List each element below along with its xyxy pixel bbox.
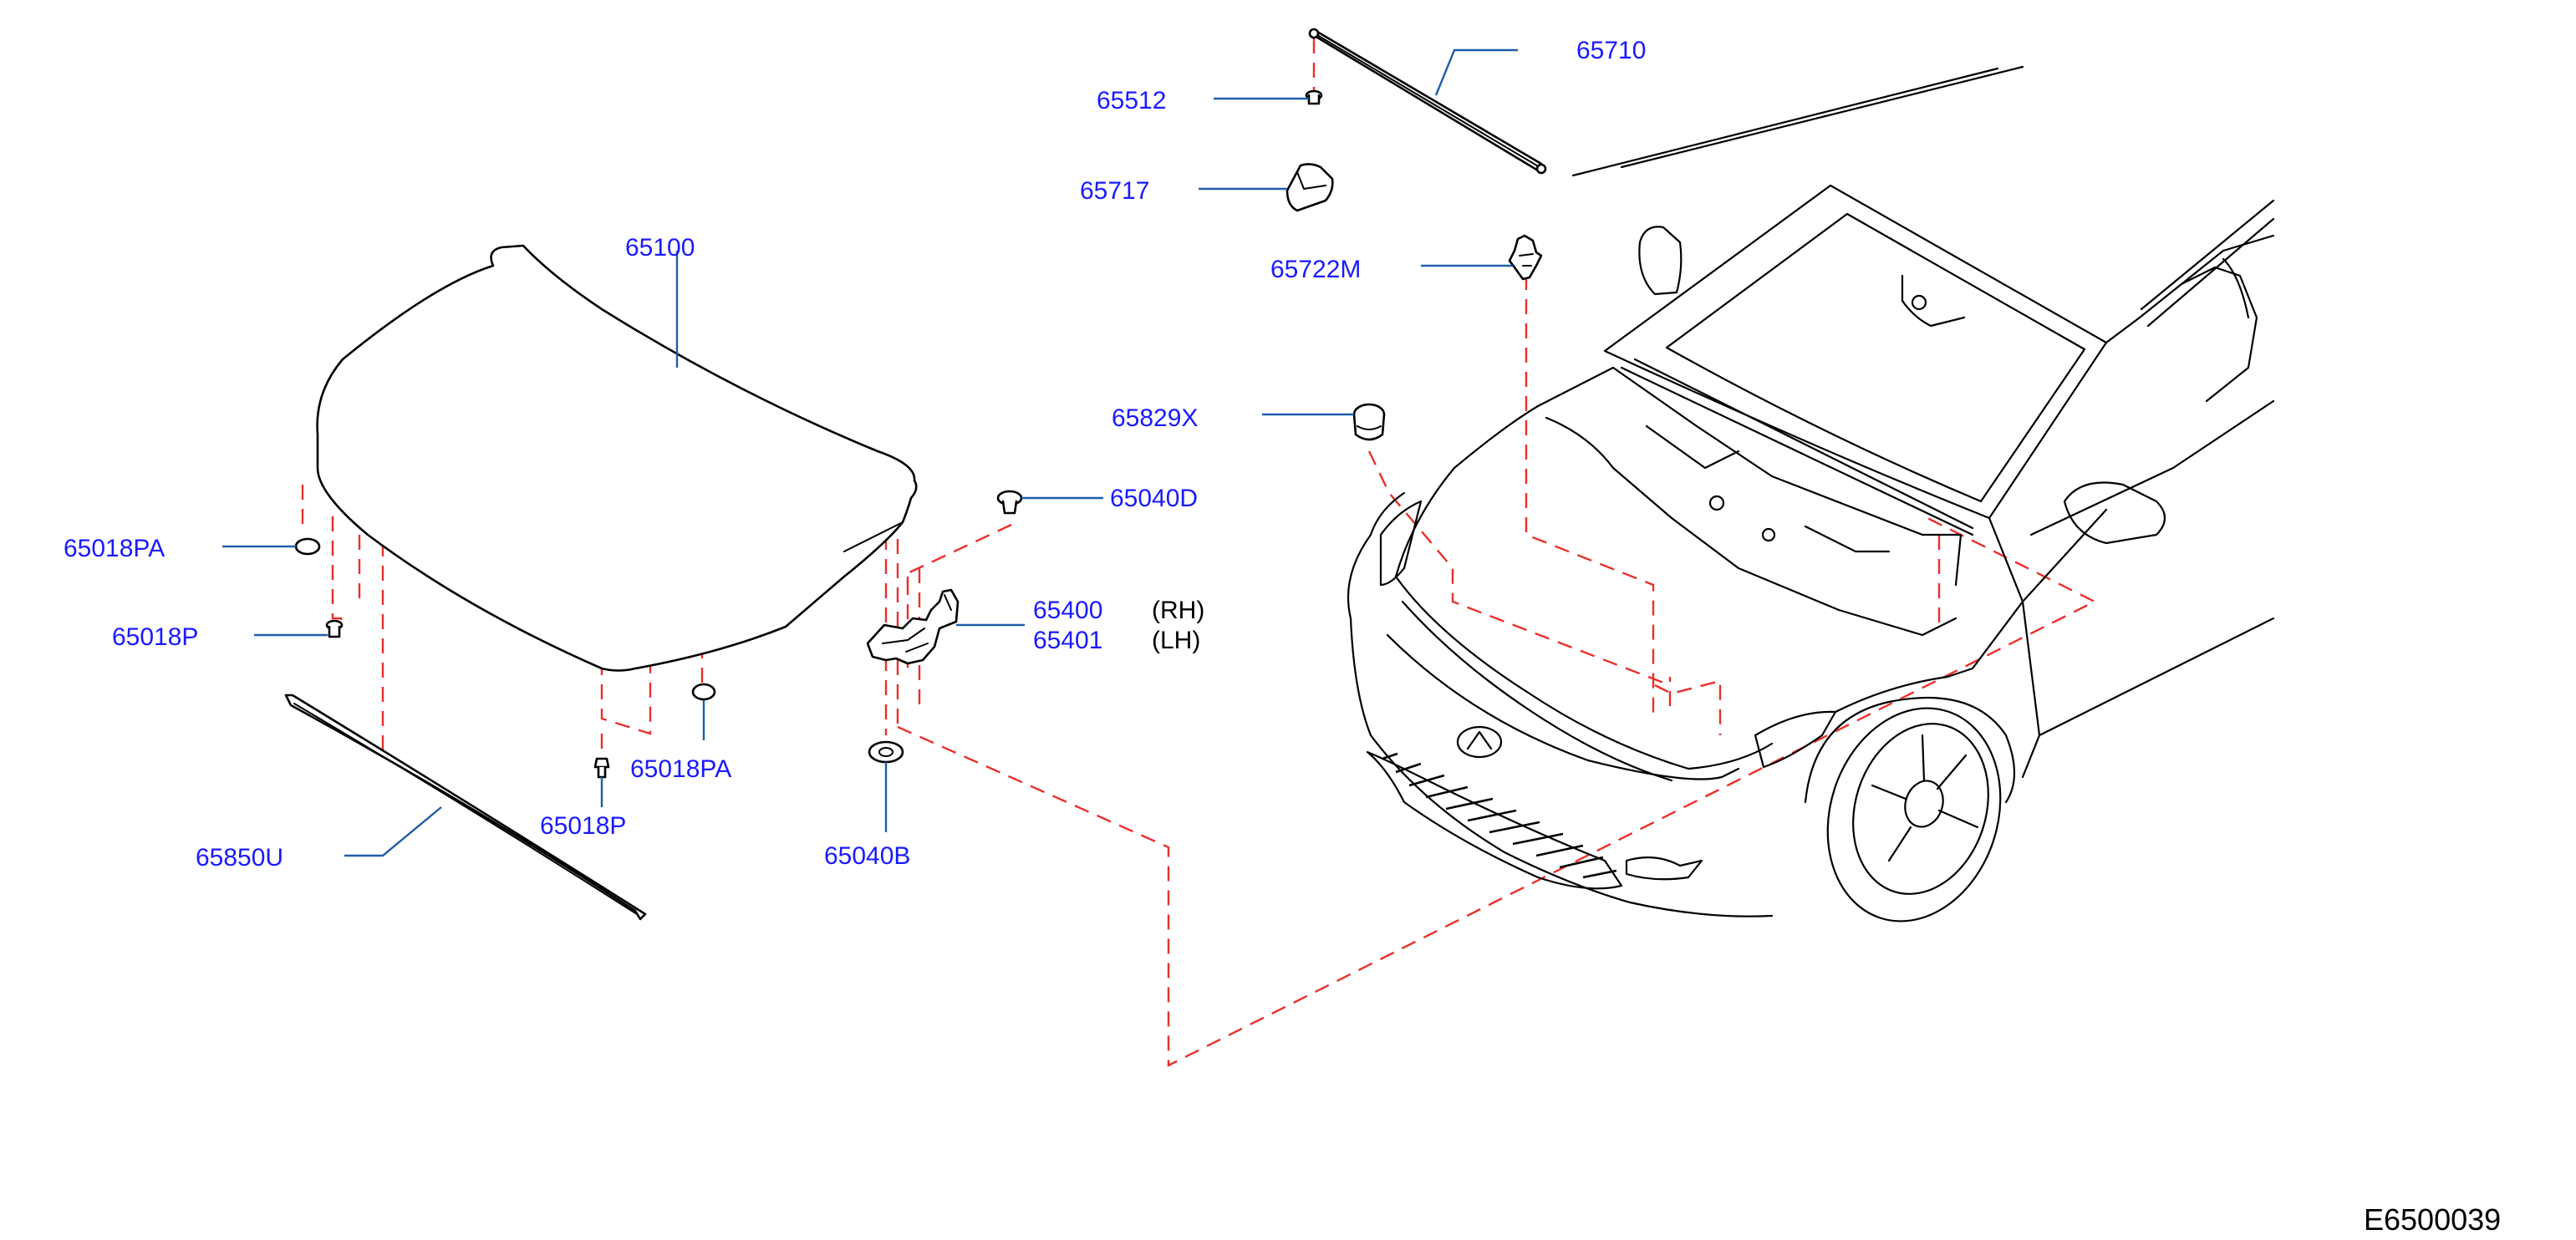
callout-65400-side: (RH) bbox=[1152, 597, 1204, 624]
clip-65018P-left bbox=[325, 619, 344, 638]
callout-65710: 65710 bbox=[1576, 37, 1646, 64]
callout-labels: 65100 65710 65512 65717 65722M 65829X 65… bbox=[64, 37, 2501, 1237]
bracket-65717 bbox=[1285, 163, 1334, 212]
callout-65100: 65100 bbox=[625, 234, 695, 262]
clip-65722M bbox=[1508, 234, 1543, 281]
callout-65018P-center: 65018P bbox=[540, 812, 626, 840]
callout-65717: 65717 bbox=[1080, 177, 1149, 205]
callout-65722M: 65722M bbox=[1270, 256, 1361, 283]
hood-hinge-65400-65401 bbox=[866, 588, 960, 665]
callout-65018PA-center: 65018PA bbox=[630, 755, 731, 783]
callout-65401-side: (LH) bbox=[1152, 627, 1200, 654]
callout-65512: 65512 bbox=[1097, 87, 1166, 114]
callout-65850U: 65850U bbox=[196, 844, 283, 872]
leader-lines bbox=[222, 48, 1518, 857]
clip-65018P-center bbox=[593, 757, 610, 779]
callout-65829X: 65829X bbox=[1112, 404, 1198, 432]
callout-65018PA-left: 65018PA bbox=[64, 535, 165, 562]
clip-65018PA-left bbox=[294, 537, 321, 556]
callout-65401: 65401 bbox=[1033, 627, 1102, 654]
bolt-65040D bbox=[996, 490, 1023, 515]
bumper-65829X bbox=[1352, 403, 1386, 441]
callout-65040D: 65040D bbox=[1110, 485, 1198, 512]
vehicle-outline bbox=[1347, 65, 2275, 922]
callout-65018P-left: 65018P bbox=[112, 623, 198, 651]
diagram-code: E6500039 bbox=[2364, 1202, 2501, 1237]
hood-panel bbox=[316, 244, 918, 672]
washer-65040B bbox=[868, 740, 904, 764]
clip-65018PA-center bbox=[691, 683, 716, 701]
clip-65512 bbox=[1305, 89, 1323, 105]
windshield-molding bbox=[1308, 28, 1547, 175]
callout-65400: 65400 bbox=[1033, 597, 1102, 624]
callout-65040B: 65040B bbox=[824, 842, 910, 870]
hood-seal-strip bbox=[284, 694, 647, 921]
